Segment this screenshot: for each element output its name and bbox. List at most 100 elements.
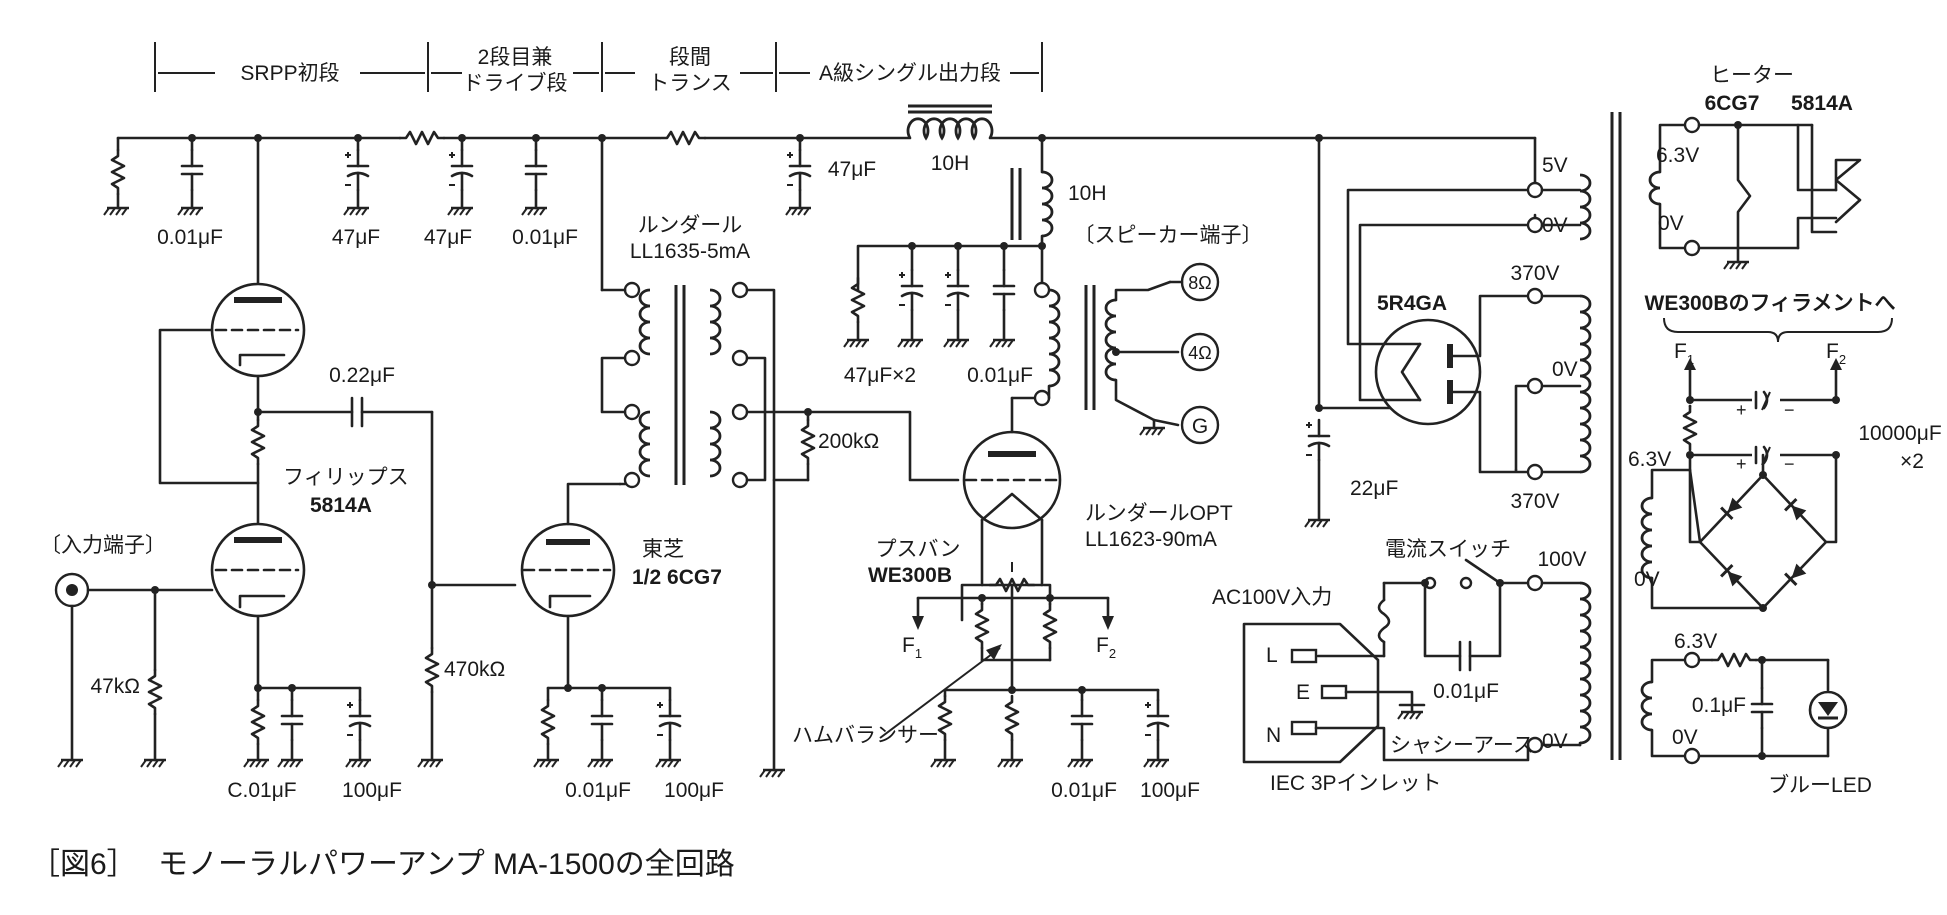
ac-input-label: AC100V入力 <box>1212 586 1332 609</box>
v-63b-label: 6.3V <box>1628 448 1671 471</box>
v-63a-label: 6.3V <box>1656 144 1699 167</box>
output-transformer: 10H 47μF×2 0.01μF <box>842 136 1263 445</box>
stage-output-label: A級シングル出力段 <box>819 62 1001 85</box>
iec-inlet-label: IEC 3Pインレット <box>1270 772 1442 795</box>
cap-100-b-label: 100μF <box>664 779 724 802</box>
f1-sub: 1 <box>915 646 922 661</box>
v-0f-label: 0V <box>1672 726 1698 749</box>
tube-5814a-label: 5814A <box>310 494 372 517</box>
rail-decoupling: 0.01μF 47μF 47μF 0.01μF 47μF 10H <box>102 136 970 249</box>
output-stage: プスバン WE300B ルンダールOPT LL1623-90mA F1 F2 ハ… <box>792 396 1233 802</box>
power-switch-label: 電流スイッチ <box>1385 538 1511 561</box>
res-47k-label: 47kΩ <box>90 675 140 698</box>
heater-label: ヒーター <box>1710 64 1794 87</box>
input-terminal-label: 〔入力端子〕 <box>40 534 166 557</box>
cap-022-label: 0.22μF <box>329 364 395 387</box>
cap-001-e-label: 0.01μF <box>565 779 631 802</box>
v-0b-label: 0V <box>1552 358 1578 381</box>
srpp-stage: 0.22μF フィリップス 5814A C.01μF 100μF <box>158 136 434 802</box>
v-0c-label: 0V <box>1542 730 1568 753</box>
input-section: 〔入力端子〕 47kΩ <box>40 534 214 769</box>
lundahl-opt-label: ルンダールOPT <box>1085 502 1233 525</box>
ac-input-section: 電流スイッチ 100V AC100V入力 0.01μF L <box>1212 538 1592 795</box>
f1-label: F1 <box>902 634 922 661</box>
v-5-label: 5V <box>1542 154 1568 177</box>
c10000-minus-a: − <box>1784 400 1795 420</box>
speaker-terminal-label: 〔スピーカー端子〕 <box>1074 224 1263 247</box>
stage-header: SRPP初段 2段目兼 ドライブ段 段間 トランス A級シングル出力段 <box>154 42 1043 95</box>
cap-100-c-label: 100μF <box>1140 779 1200 802</box>
chassis-earth-label: シャシーアース <box>1390 734 1534 757</box>
lundahl-opt-model-label: LL1623-90mA <box>1085 528 1217 551</box>
heater-5814a-label: 5814A <box>1791 92 1853 115</box>
cap-001-a-label: 0.01μF <box>157 226 223 249</box>
cap-47-c-label: 47μF <box>828 158 876 181</box>
cap-47-a-label: 47μF <box>332 226 380 249</box>
stage-drive-label-1: 2段目兼 <box>478 46 553 69</box>
c10000-plus-b: + <box>1736 454 1747 474</box>
f2-sub: 2 <box>1109 646 1116 661</box>
hf1-text: F <box>1674 340 1687 363</box>
b-plus-rail <box>116 104 1537 185</box>
choke1-label: 10H <box>931 152 970 175</box>
cap-10000-label: 10000μF <box>1858 422 1941 445</box>
pin-n-label: N <box>1266 724 1281 747</box>
cap-001-c-label: 0.01μF <box>967 364 1033 387</box>
v-63c-label: 6.3V <box>1674 630 1717 653</box>
spk-4-label: 4Ω <box>1188 343 1211 363</box>
f2-text: F <box>1096 634 1109 657</box>
pin-e-label: E <box>1296 681 1310 704</box>
heater-6cg7-label: 6CG7 <box>1705 92 1760 115</box>
v-370a-label: 370V <box>1510 262 1559 285</box>
stage-drive-label-2: ドライブ段 <box>463 72 568 95</box>
cap-47-b-label: 47μF <box>424 226 472 249</box>
hf2-text: F <box>1826 340 1839 363</box>
res-200k-label: 200kΩ <box>818 430 879 453</box>
hum-balancer-label: ハムバランサー <box>792 724 939 747</box>
f1-text: F <box>902 634 915 657</box>
toshiba-label: 東芝 <box>642 538 684 561</box>
stage-srpp-label: SRPP初段 <box>240 62 339 85</box>
cap-100-a-label: 100μF <box>342 779 402 802</box>
cap-10000-x2-label: ×2 <box>1900 450 1924 473</box>
cap-001-f-label: 0.01μF <box>1051 779 1117 802</box>
heater-section: ヒーター 6CG7 5814A 6.3V 0V WE300Bのフィラメントへ F… <box>1628 64 1942 797</box>
cap-01-label: 0.1μF <box>1692 694 1746 717</box>
rectifier-section: 22μF 5R4GA 5V 0V 370V 0V 370V <box>1303 136 1592 529</box>
f2-label: F2 <box>1096 634 1116 661</box>
v-370b-label: 370V <box>1510 490 1559 513</box>
res-470k-label: 470kΩ <box>444 658 505 681</box>
pusvan-label: プスバン <box>875 538 960 561</box>
spk-8-label: 8Ω <box>1188 273 1211 293</box>
cap-47x2-label: 47μF×2 <box>844 364 916 387</box>
hf2-label: F2 <box>1826 340 1846 367</box>
tube-5r4ga-label: 5R4GA <box>1377 292 1447 315</box>
tube-we300b-label: WE300B <box>868 564 952 587</box>
v-0e-label: 0V <box>1634 568 1660 591</box>
c10000-plus-a: + <box>1736 400 1747 420</box>
figure-caption: ［図6］ モノーラルパワーアンプ MA-1500の全回路 <box>30 848 735 881</box>
figure-title: モノーラルパワーアンプ MA-1500の全回路 <box>158 848 735 881</box>
interstage-transformer: ルンダール LL1635-5mA 200kΩ <box>600 136 960 779</box>
driver-stage: 470kΩ 東芝 1/2 6CG7 0.01μF 100μF <box>416 482 724 802</box>
lundahl-ist-model-label: LL1635-5mA <box>630 240 750 263</box>
tube-6cg7-label: 1/2 6CG7 <box>632 566 722 589</box>
spk-g-label: G <box>1192 415 1208 438</box>
stage-interstage-label-2: トランス <box>648 72 732 95</box>
stage-interstage-label-1: 段間 <box>669 46 711 69</box>
philips-label: フィリップス <box>283 466 409 489</box>
power-transformer-core <box>1610 112 1622 760</box>
figure-number: ［図6］ <box>30 848 137 881</box>
c10000-minus-b: − <box>1784 454 1795 474</box>
pin-l-label: L <box>1266 644 1278 667</box>
v-100-label: 100V <box>1537 548 1586 571</box>
choke2-label: 10H <box>1068 182 1107 205</box>
cap-001-d-label: C.01μF <box>227 779 296 802</box>
we300b-filament-label: WE300Bのフィラメントへ <box>1645 292 1896 315</box>
hf2-sub: 2 <box>1839 352 1846 367</box>
blue-led-label: ブルーLED <box>1768 774 1872 797</box>
cap-001-b-label: 0.01μF <box>512 226 578 249</box>
lundahl-ist-label: ルンダール <box>638 214 743 237</box>
v-0d-label: 0V <box>1658 212 1684 235</box>
